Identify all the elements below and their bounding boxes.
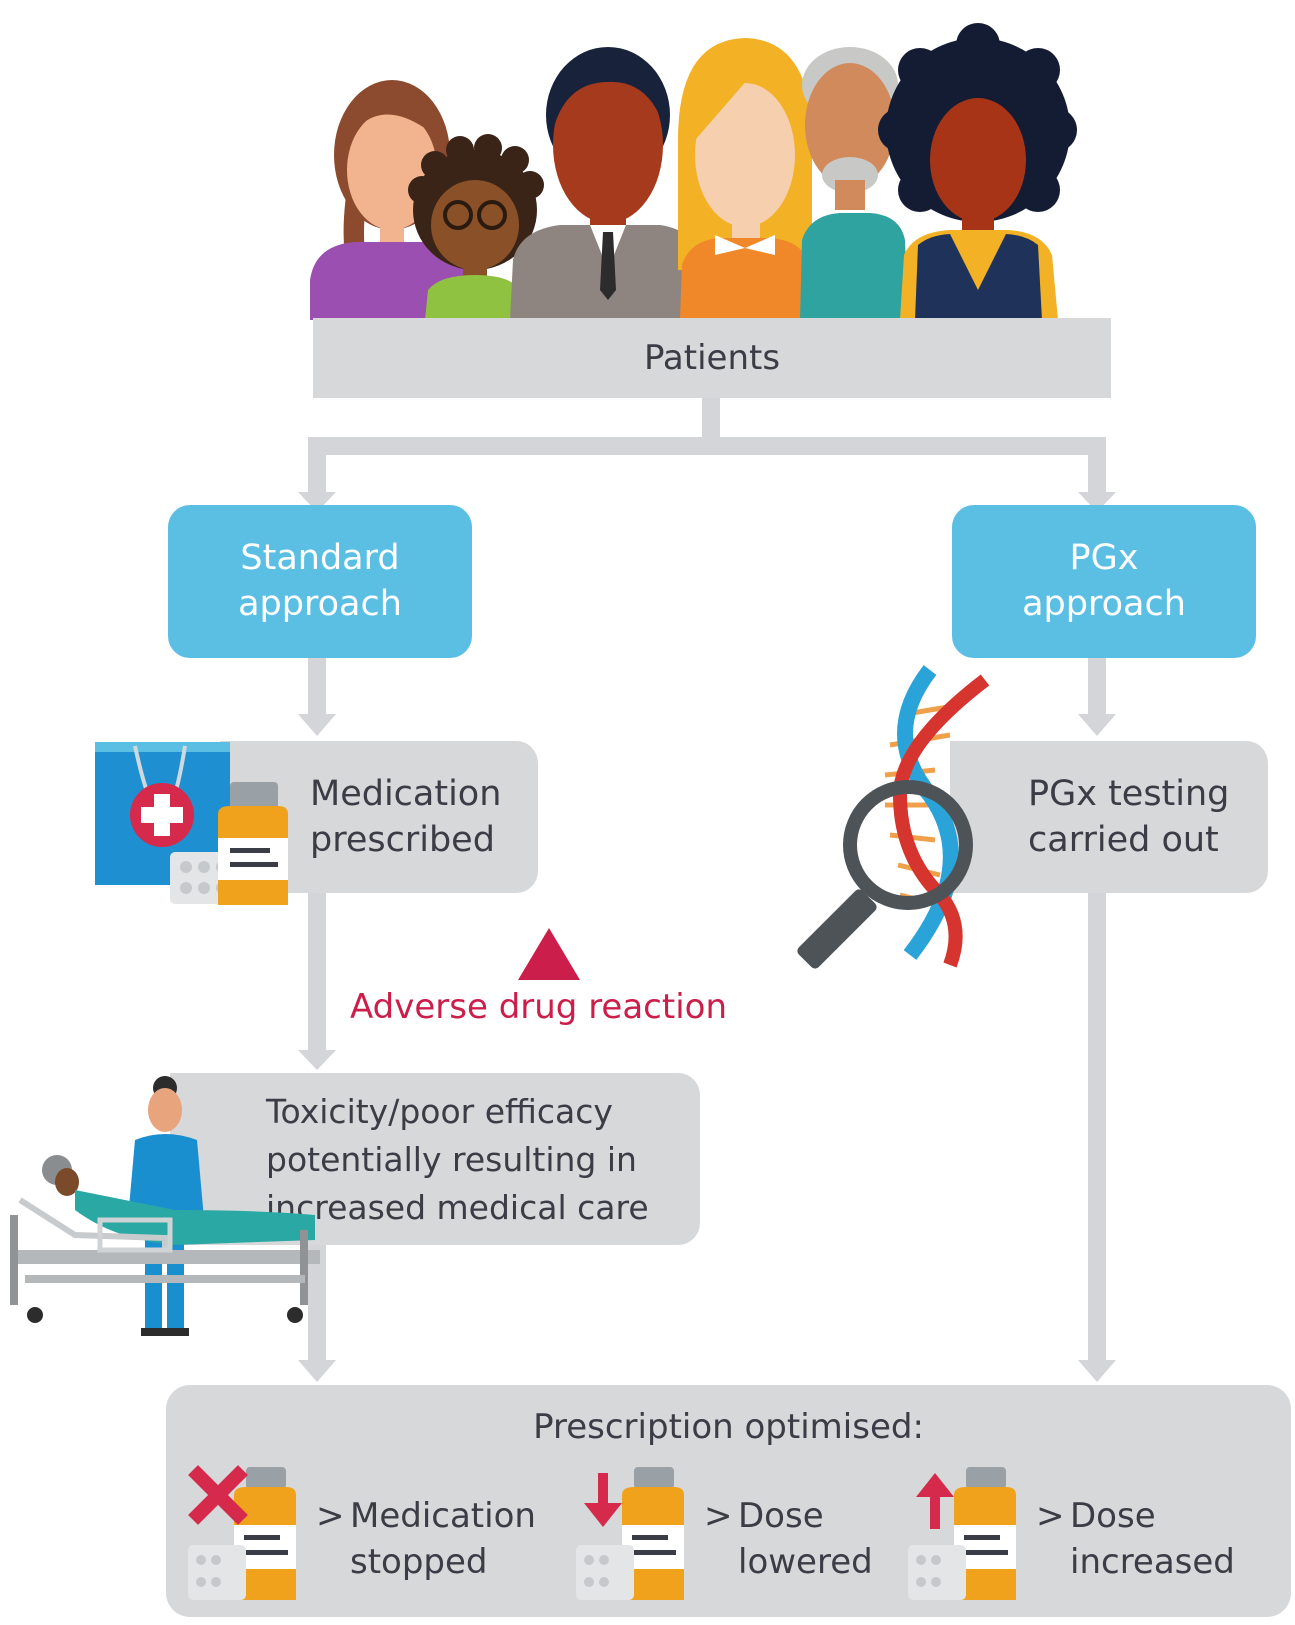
pgx-testing-box: PGx testing carried out <box>950 741 1268 893</box>
patient-child-glasses-icon <box>408 134 544 320</box>
adverse-drug-reaction-label: Adverse drug reaction <box>350 987 728 1027</box>
option-line2: increased <box>1070 1542 1235 1582</box>
medication-prescribed-line1: Medication <box>310 774 502 814</box>
option-bullet: > <box>316 1496 345 1536</box>
option-line2: stopped <box>350 1542 488 1582</box>
patients-box: Patients <box>313 318 1111 398</box>
pgx-approach-line1: PGx <box>1069 538 1139 578</box>
patient-man-suit-icon <box>510 47 705 320</box>
option-line1: Medication <box>350 1496 536 1536</box>
option-dose-lowered: > Dose lowered <box>574 1465 894 1605</box>
dna-magnifier-icon <box>797 665 990 969</box>
toxicity-line1: Toxicity/poor efficacy <box>266 1092 613 1131</box>
option-dose-increased: > Dose increased <box>906 1465 1286 1605</box>
toxicity-line3: increased medical care <box>266 1188 649 1227</box>
arrow-up-icon <box>908 1467 1016 1600</box>
cross-icon <box>188 1465 296 1600</box>
hospital-bed-nurse-icon <box>10 1076 320 1336</box>
standard-approach-box: Standard approach <box>168 505 472 658</box>
standard-approach-line1: Standard <box>240 538 400 578</box>
pgx-testing-line2: carried out <box>1028 820 1219 860</box>
patient-woman-blonde-icon <box>678 38 813 320</box>
option-bullet: > <box>704 1496 733 1536</box>
patient-woman-afro-icon <box>878 23 1077 320</box>
medication-prescribed-line2: prescribed <box>310 820 495 860</box>
arrow-down-icon <box>576 1467 684 1600</box>
patients-illustration <box>310 23 1077 320</box>
prescription-optimised-box: Prescription optimised: > Medication sto… <box>166 1385 1291 1617</box>
option-bullet: > <box>1036 1496 1065 1536</box>
patients-label: Patients <box>643 338 781 378</box>
option-line2: lowered <box>738 1542 873 1582</box>
pgx-testing-line1: PGx testing <box>1028 774 1230 814</box>
option-medication-stopped: > Medication stopped <box>186 1465 546 1605</box>
prescription-optimised-title: Prescription optimised: <box>533 1407 924 1447</box>
pgx-approach-line2: approach <box>1022 584 1186 624</box>
prescription-bag-icon <box>95 742 288 905</box>
toxicity-line2: potentially resulting in <box>266 1140 637 1179</box>
standard-approach-line2: approach <box>238 584 402 624</box>
option-line1: Dose <box>1070 1496 1156 1536</box>
patient-old-man-icon <box>800 47 908 320</box>
pgx-approach-box: PGx approach <box>952 505 1256 658</box>
warning-triangle-icon <box>518 928 580 980</box>
option-line1: Dose <box>738 1496 824 1536</box>
